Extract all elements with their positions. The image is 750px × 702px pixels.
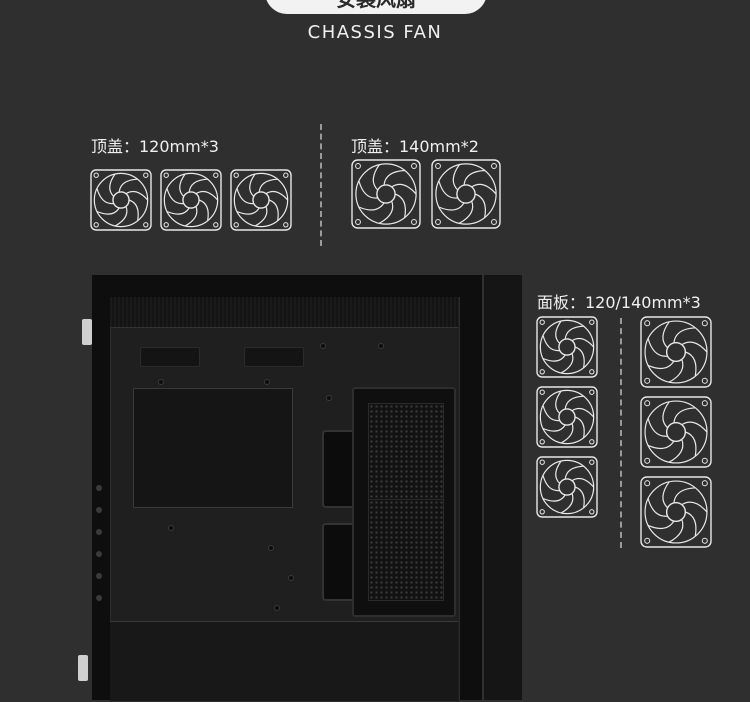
fan-icon	[536, 316, 598, 382]
fan-icon	[640, 396, 712, 472]
fan-icon	[160, 169, 222, 235]
label-top-140: 顶盖：140mm*2	[351, 137, 479, 156]
section-subtitle: CHASSIS FAN	[307, 22, 443, 43]
label-front: 面板：120/140mm*3	[537, 293, 701, 312]
chassis-image	[78, 275, 522, 702]
fan-icon	[230, 169, 292, 235]
divider	[320, 124, 322, 246]
fan-icon	[90, 169, 152, 235]
divider	[620, 318, 622, 548]
fan-icon	[640, 476, 712, 552]
section-title-badge: 安装风扇	[265, 0, 487, 14]
fan-icon	[536, 386, 598, 452]
label-top-120: 顶盖：120mm*3	[91, 137, 219, 156]
fan-icon	[351, 159, 421, 233]
fan-icon	[640, 316, 712, 392]
section-title: 安装风扇	[336, 0, 416, 12]
fan-icon	[431, 159, 501, 233]
fan-icon	[536, 456, 598, 522]
